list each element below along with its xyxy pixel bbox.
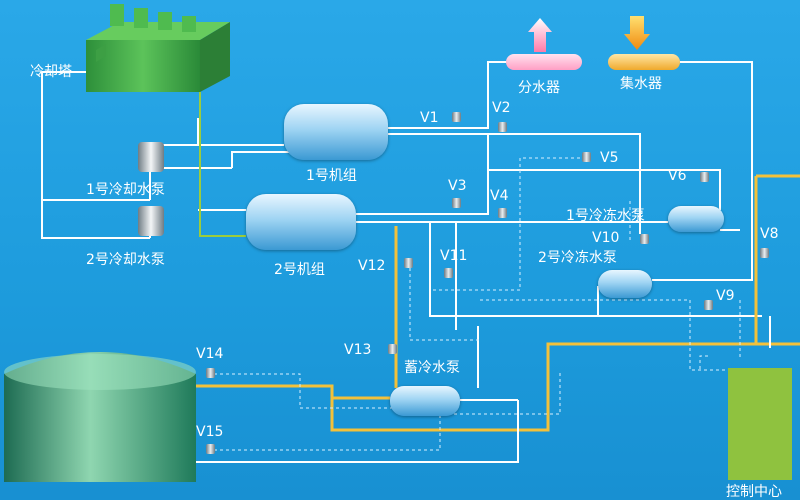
chw-pump2-tank: [598, 270, 652, 298]
collector-label: 集水器: [620, 76, 662, 92]
valve-v11-icon[interactable]: [444, 268, 453, 278]
green-pipe: [199, 92, 246, 237]
valve-v5-label: V5: [600, 150, 619, 166]
collector-header: [608, 54, 680, 70]
cooling-water-pipes: [41, 71, 290, 239]
control-center-label: 控制中心: [726, 484, 782, 500]
valve-v12-label: V12: [358, 258, 386, 274]
unit2-tank: [246, 194, 356, 250]
unit1-tank: [284, 104, 388, 160]
valve-v1-label: V1: [420, 110, 439, 126]
valve-v14-label: V14: [196, 346, 224, 362]
valve-v6-label: V6: [668, 168, 687, 184]
down-arrow-icon: [624, 16, 650, 50]
up-arrow-icon: [528, 18, 552, 52]
chw-pump1-label: 1号冷冻水泵: [566, 208, 645, 224]
unit1-label: 1号机组: [306, 168, 357, 184]
chilled-water-pipes: [356, 61, 762, 330]
storage-tank: [4, 352, 196, 482]
valve-v8-label: V8: [760, 226, 779, 242]
splitter-label: 分水器: [518, 80, 560, 96]
valve-v9-icon[interactable]: [704, 300, 713, 310]
cw-pump2-label: 2号冷却水泵: [86, 252, 165, 268]
chw-pump1-tank: [668, 206, 724, 232]
valve-v15-label: V15: [196, 424, 224, 440]
cooling-tower-label: 冷却塔: [30, 64, 72, 80]
cooling-tower: [86, 4, 230, 92]
lower-pipes: [196, 316, 771, 463]
unit2-label: 2号机组: [274, 262, 325, 278]
valve-v11-label: V11: [440, 248, 468, 264]
storage-pump-label: 蓄冷水泵: [404, 360, 460, 376]
valve-v2-label: V2: [492, 100, 511, 116]
control-lines: [214, 157, 741, 451]
valve-v15-icon[interactable]: [206, 444, 215, 454]
valve-v5-icon[interactable]: [582, 152, 591, 162]
valve-v1-icon[interactable]: [452, 112, 461, 122]
valve-v4-label: V4: [490, 188, 509, 204]
valve-v6-icon[interactable]: [700, 172, 709, 182]
valve-v3-icon[interactable]: [452, 198, 461, 208]
storage-pump-tank: [390, 386, 460, 416]
cw-pump1: [138, 142, 164, 172]
valve-v10-label: V10: [592, 230, 620, 246]
valve-v14-icon[interactable]: [206, 368, 215, 378]
cw-pump1-label: 1号冷却水泵: [86, 182, 165, 198]
splitter-header: [506, 54, 582, 70]
cw-pump2: [138, 206, 164, 236]
valve-v4-icon[interactable]: [498, 208, 507, 218]
valve-v8-icon[interactable]: [760, 248, 769, 258]
valve-v9-label: V9: [716, 288, 735, 304]
valve-v2-icon[interactable]: [498, 122, 507, 132]
control-center-box: [728, 368, 792, 480]
valve-v7-icon[interactable]: [640, 234, 649, 244]
valve-v13-icon[interactable]: [388, 344, 397, 354]
valve-v3-label: V3: [448, 178, 467, 194]
valve-v13-label: V13: [344, 342, 372, 358]
valve-v12-icon[interactable]: [404, 258, 413, 268]
chw-pump2-label: 2号冷冻水泵: [538, 250, 617, 266]
